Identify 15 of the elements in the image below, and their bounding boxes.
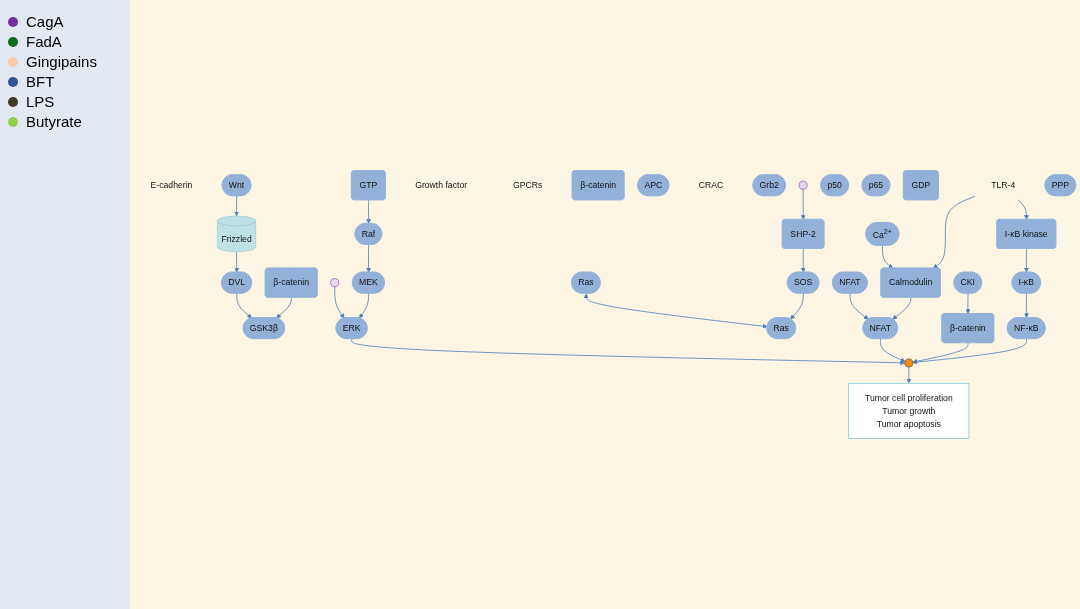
legend-label: Gingipains xyxy=(26,53,97,70)
legend-label: CagA xyxy=(26,13,64,30)
legend-label: FadA xyxy=(26,33,62,50)
node-circle xyxy=(330,278,340,287)
node-box: Tumor cell proliferation Tumor growth Tumor apoptosis xyxy=(848,383,970,439)
legend-label: Butyrate xyxy=(26,113,82,130)
node-picture xyxy=(904,358,914,368)
node-text: Growth factor xyxy=(415,180,468,190)
node-text: TLR-4 xyxy=(991,180,1016,190)
legend-label: LPS xyxy=(26,93,55,110)
node-text: E-cadherin xyxy=(150,180,193,190)
node-circle xyxy=(798,180,808,190)
node-text: CRAC xyxy=(698,180,724,190)
legend-label: BFT xyxy=(26,73,55,90)
node-text: GPCRs xyxy=(513,180,543,190)
